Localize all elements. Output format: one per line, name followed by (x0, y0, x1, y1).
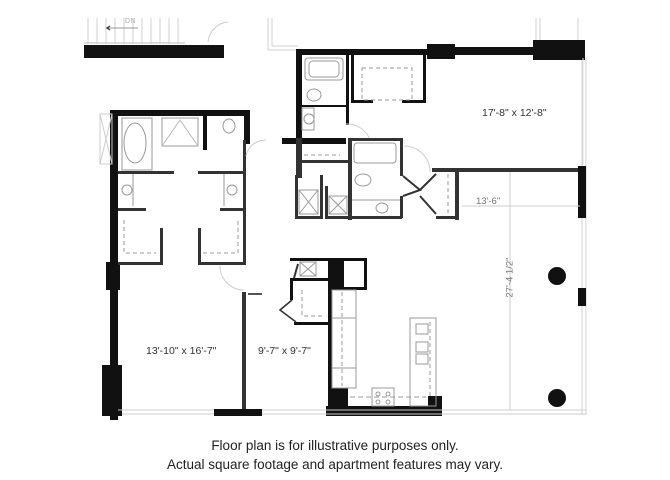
structural-column (548, 389, 566, 407)
disclaimer-line-1: Floor plan is for illustrative purposes … (211, 438, 459, 453)
bath-fixtures-middle (298, 142, 449, 215)
exterior-window-wall (102, 409, 586, 416)
walls-master-suite (102, 110, 250, 420)
walls-bedroom-2 (282, 40, 585, 144)
room-label-bedroom-2: 17'-8" x 12'-8" (482, 107, 547, 119)
dimension-lines (462, 58, 584, 410)
stair-direction-label: DN (125, 18, 137, 25)
walls-middle-bath (295, 138, 586, 220)
walls-master-bath (118, 140, 246, 412)
room-label-den: 9'-7" x 9'-7" (258, 345, 311, 357)
living-width-dimension: 13'-6" (476, 196, 501, 207)
bath-fixtures-upper (301, 57, 413, 141)
walls-kitchen (290, 258, 442, 416)
room-label-bedroom-1: 13'-10" x 16'-7" (146, 345, 217, 357)
structural-column (548, 267, 566, 285)
stairs (84, 18, 229, 44)
master-bath-fixtures (99, 113, 267, 291)
disclaimer-line-2: Actual square footage and apartment feat… (167, 457, 503, 472)
kitchen-fixtures (278, 261, 437, 407)
living-length-dimension: 27'-4 1/2" (504, 257, 516, 298)
wall-stair-landing (84, 45, 224, 58)
